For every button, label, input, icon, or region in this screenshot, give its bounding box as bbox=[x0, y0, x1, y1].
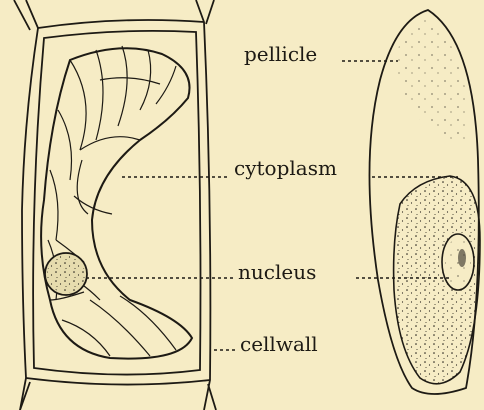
label-cell-wall: cellwall bbox=[240, 334, 318, 354]
cell-wall-top bbox=[38, 20, 204, 28]
pellicle-stipple bbox=[397, 16, 470, 150]
plant-nucleus bbox=[45, 253, 87, 295]
label-nucleus: nucleus bbox=[238, 262, 316, 282]
plant-cell bbox=[14, 0, 216, 410]
label-pellicle: pellicle bbox=[244, 44, 317, 64]
label-cytoplasm: cytoplasm bbox=[234, 158, 337, 178]
cell-wall-outer bbox=[20, 0, 38, 410]
cell-wall-bottom bbox=[26, 378, 210, 385]
chloroplast-band bbox=[41, 48, 192, 358]
protozoan-cell bbox=[369, 10, 480, 394]
cell-wall-outer-right bbox=[196, 0, 210, 410]
